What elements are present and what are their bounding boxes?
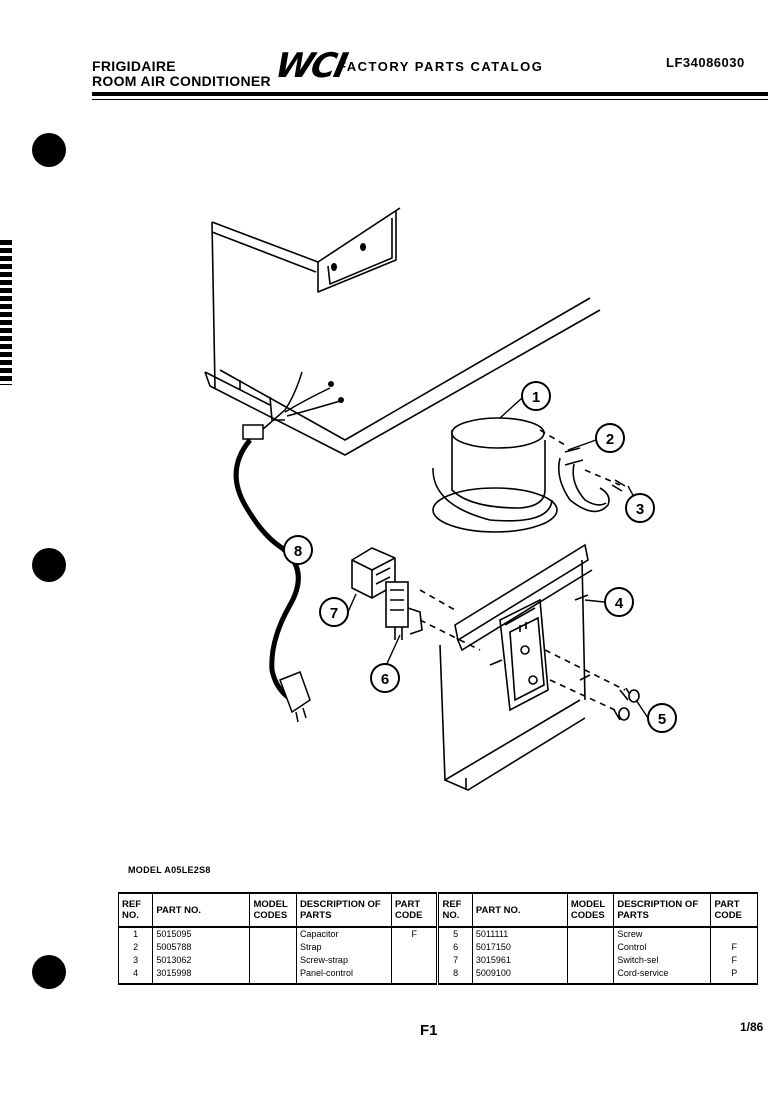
ref-cell: 2 bbox=[117, 941, 153, 954]
ref-cell: 4 bbox=[117, 967, 153, 985]
callout-6: 6 bbox=[370, 663, 400, 693]
model-cell bbox=[566, 967, 614, 985]
page-code: F1 bbox=[420, 1022, 438, 1039]
screws-drawing bbox=[544, 649, 640, 721]
header-part: PART NO. bbox=[152, 892, 250, 928]
part-cell: 3015998 bbox=[152, 967, 250, 985]
svg-text:4: 4 bbox=[615, 595, 624, 612]
part-cell: 5009100 bbox=[471, 967, 568, 985]
header-ref: REF NO. bbox=[436, 892, 473, 928]
edge-scan-marks bbox=[0, 240, 12, 385]
binder-hole-icon bbox=[32, 548, 66, 582]
part-cell: 5005788 bbox=[152, 941, 250, 954]
model-cell bbox=[249, 954, 297, 967]
model-cell bbox=[249, 967, 297, 985]
code-cell bbox=[390, 954, 438, 967]
exploded-parts-diagram: 1 2 3 4 5 6 7 8 bbox=[204, 207, 677, 791]
code-cell bbox=[390, 967, 438, 985]
model-cell bbox=[566, 927, 614, 941]
power-cord-drawing bbox=[233, 371, 341, 723]
part-cell: 3015961 bbox=[471, 954, 568, 967]
svg-text:3: 3 bbox=[636, 501, 644, 518]
table-header-row: REF NO. PART NO. MODEL CODES DESCRIPTION… bbox=[117, 892, 758, 928]
code-cell bbox=[710, 927, 758, 941]
header-desc: DESCRIPTION OF PARTS bbox=[295, 892, 392, 928]
desc-cell: Capacitor bbox=[295, 927, 392, 941]
ref-cell: 6 bbox=[436, 941, 473, 954]
desc-cell: Strap bbox=[295, 941, 392, 954]
model-cell bbox=[566, 954, 614, 967]
code-cell: F bbox=[710, 954, 758, 967]
desc-cell: Control bbox=[613, 941, 711, 954]
desc-cell: Cord-service bbox=[613, 967, 711, 985]
svg-text:6: 6 bbox=[381, 671, 389, 688]
header-model: MODEL CODES bbox=[249, 892, 297, 928]
catalog-title: FACTORY PARTS CATALOG bbox=[338, 59, 544, 74]
ref-cell: 3 bbox=[117, 954, 153, 967]
header-desc: DESCRIPTION OF PARTS bbox=[613, 892, 711, 928]
page-number: 1/86 bbox=[740, 1020, 764, 1034]
part-cell: 5017150 bbox=[471, 941, 568, 954]
desc-cell: Screw-strap bbox=[295, 954, 392, 967]
callout-2: 2 bbox=[595, 423, 625, 453]
header-rule-thick bbox=[92, 92, 768, 96]
table-row: 2 5005788 Strap 6 5017150 Control F bbox=[117, 941, 758, 954]
model-cell bbox=[249, 941, 297, 954]
control-panel-drawing bbox=[439, 543, 593, 791]
callout-7: 7 bbox=[319, 597, 349, 627]
binder-hole-icon bbox=[32, 133, 66, 167]
parts-table: REF NO. PART NO. MODEL CODES DESCRIPTION… bbox=[117, 892, 758, 985]
svg-text:1: 1 bbox=[532, 389, 540, 406]
ref-cell: 7 bbox=[436, 954, 473, 967]
callout-8: 8 bbox=[283, 535, 313, 565]
table-row: 1 5015095 Capacitor F 5 5011111 Screw bbox=[117, 927, 758, 941]
callout-leaders bbox=[287, 397, 649, 719]
header-rule-thin bbox=[92, 99, 768, 100]
code-cell: F bbox=[390, 927, 438, 941]
brand-name: FRIGIDAIRE bbox=[92, 58, 176, 74]
svg-text:5: 5 bbox=[658, 711, 666, 728]
header-code: PART CODE bbox=[390, 892, 438, 928]
desc-cell: Panel-control bbox=[295, 967, 392, 985]
table-row: 4 3015998 Panel-control 8 5009100 Cord-s… bbox=[117, 967, 758, 985]
product-name: ROOM AIR CONDITIONER bbox=[92, 73, 271, 89]
callout-3: 3 bbox=[625, 493, 655, 523]
header-model: MODEL CODES bbox=[566, 892, 614, 928]
capacitor-drawing bbox=[432, 417, 558, 533]
header-brand-block: FRIGIDAIRE ROOM AIR CONDITIONER bbox=[92, 59, 271, 89]
code-cell: F bbox=[710, 941, 758, 954]
code-cell bbox=[390, 941, 438, 954]
part-cell: 5011111 bbox=[471, 927, 568, 941]
ref-cell: 5 bbox=[436, 927, 473, 941]
callout-1: 1 bbox=[521, 381, 551, 411]
binder-hole-icon bbox=[32, 955, 66, 989]
header-part: PART NO. bbox=[471, 892, 568, 928]
ref-cell: 8 bbox=[436, 967, 473, 985]
callout-4: 4 bbox=[604, 587, 634, 617]
model-label: MODEL A05LE2S8 bbox=[128, 865, 211, 875]
part-cell: 5013062 bbox=[152, 954, 250, 967]
catalog-number: LF34086030 bbox=[666, 55, 745, 70]
code-cell: P bbox=[710, 967, 758, 985]
model-cell bbox=[566, 941, 614, 954]
svg-text:7: 7 bbox=[330, 605, 338, 622]
model-cell bbox=[249, 927, 297, 941]
strap-drawing bbox=[539, 429, 626, 513]
cabinet-drawing bbox=[204, 207, 601, 456]
svg-text:2: 2 bbox=[606, 431, 614, 448]
desc-cell: Screw bbox=[613, 927, 711, 941]
desc-cell: Switch-sel bbox=[613, 954, 711, 967]
callout-markers: 1 2 3 4 5 6 7 8 bbox=[283, 381, 677, 733]
switch-control-drawing bbox=[351, 547, 481, 651]
header-ref: REF NO. bbox=[117, 892, 153, 928]
part-cell: 5015095 bbox=[152, 927, 250, 941]
callout-5: 5 bbox=[647, 703, 677, 733]
svg-text:8: 8 bbox=[294, 543, 302, 560]
ref-cell: 1 bbox=[117, 927, 153, 941]
header-code: PART CODE bbox=[710, 892, 758, 928]
cabinet-screws bbox=[328, 243, 366, 403]
table-row: 3 5013062 Screw-strap 7 3015961 Switch-s… bbox=[117, 954, 758, 967]
